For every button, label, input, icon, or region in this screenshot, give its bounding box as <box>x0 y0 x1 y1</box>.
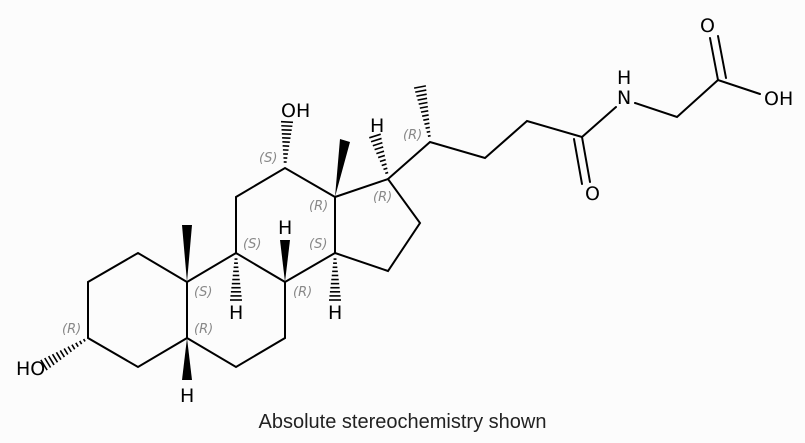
stereo-c10: (S) <box>194 285 212 300</box>
c12-oh-hash <box>280 120 294 163</box>
c20-methyl-hash <box>413 85 431 137</box>
stereo-c20: (R) <box>403 128 422 143</box>
c14-h-hash <box>329 258 341 301</box>
ring-c <box>235 166 336 283</box>
c3-ho-hash <box>40 338 86 371</box>
atom-oh-12: OH <box>281 100 310 122</box>
ring-d <box>334 177 422 273</box>
c10-methyl-wedge <box>182 225 192 282</box>
atom-h-14: H <box>328 302 342 324</box>
atom-h-9: H <box>229 302 243 324</box>
atom-labels: OH H H H H H HO O N H O OH <box>16 15 793 407</box>
c8-h-wedge <box>280 240 290 282</box>
acid-co-bond-2 <box>717 35 727 79</box>
atom-h-17: H <box>370 115 384 137</box>
stereo-labels: (R) (R) (R) (S) (S) (S) (R) (S) (R) (R) <box>62 128 422 337</box>
c13-methyl-wedge <box>335 139 350 197</box>
atom-o-amide: O <box>585 183 600 205</box>
glycine-chain <box>634 78 761 119</box>
atom-h-amide: H <box>617 67 631 89</box>
c5-h-wedge <box>182 338 192 380</box>
stereo-c12: (S) <box>259 151 277 166</box>
atom-h-8: H <box>278 217 292 239</box>
acid-co-bond <box>709 37 719 81</box>
stereo-c13: (R) <box>309 199 328 214</box>
c17-h-hash <box>369 133 389 175</box>
side-chain <box>387 106 617 180</box>
atom-ho-3: HO <box>16 358 45 380</box>
amide-co-bond <box>581 136 591 183</box>
bonds <box>87 35 761 380</box>
hashed-bonds <box>40 85 431 371</box>
ring-b <box>186 251 286 369</box>
amide-co-bond-2 <box>573 138 583 185</box>
atom-oh-acid: OH <box>764 88 793 110</box>
stereo-c9: (S) <box>243 237 261 252</box>
caption: Absolute stereochemistry shown <box>258 411 547 433</box>
stereo-c3: (R) <box>62 322 81 337</box>
atom-n-amide: N <box>617 87 631 109</box>
atom-h-5: H <box>180 385 194 407</box>
stereo-c8: (R) <box>293 285 312 300</box>
c9-h-hash <box>230 258 242 301</box>
stereo-c17: (R) <box>373 190 392 205</box>
ring-a <box>87 251 188 369</box>
stereo-c14: (S) <box>309 237 327 252</box>
atom-o-acid: O <box>700 15 715 37</box>
stereo-c5: (R) <box>194 322 213 337</box>
